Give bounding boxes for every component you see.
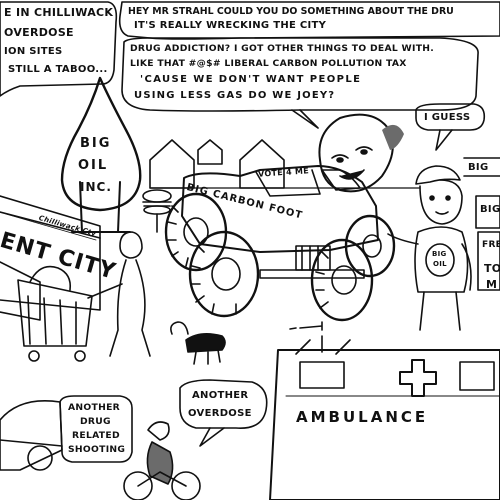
hamburger-icon xyxy=(142,189,172,233)
monster-truck xyxy=(164,165,396,322)
bubble-tail-i-guess xyxy=(435,129,453,151)
shirt-line: BIG xyxy=(432,250,447,258)
bubble-line: DRUG xyxy=(80,416,111,427)
bubble-line: 'CAUSE WE DON'T WANT PEOPLE xyxy=(140,74,362,85)
bubble-line: SHOOTING xyxy=(68,444,126,455)
bubble-i-guess-text: I GUESS xyxy=(424,112,471,123)
right-signs xyxy=(463,157,500,291)
dog xyxy=(170,321,226,365)
sign-line: INC. xyxy=(80,180,112,194)
speech-bubble-i-guess xyxy=(415,103,486,131)
shirt-line: OIL xyxy=(433,260,447,268)
storefront xyxy=(0,195,101,321)
speech-bubble-shooting xyxy=(59,395,133,463)
ambulance-window xyxy=(459,361,495,391)
bubble-line: OVERDOSE xyxy=(188,408,252,419)
oil-drop-icon xyxy=(60,76,142,233)
speech-bubble-middle xyxy=(121,37,479,112)
speech-bubble-top-left xyxy=(0,1,118,97)
cross-icon xyxy=(399,359,437,397)
bubble-line: ANOTHER xyxy=(68,402,121,413)
shopper-with-cart xyxy=(17,231,151,362)
right-sign-line: M xyxy=(486,278,498,291)
bubble-line: IT'S REALLY WRECKING THE CITY xyxy=(134,20,327,31)
ambulance-label: AMBULANCE xyxy=(296,408,429,426)
bubble-tail-overdose xyxy=(199,427,225,447)
bubble-line: E IN CHILLIWACK xyxy=(4,6,114,19)
truck-wheel xyxy=(188,230,260,318)
man-in-cap xyxy=(387,165,472,331)
bubble-line: ION SITES xyxy=(4,46,63,57)
sign-line: BIG xyxy=(80,136,112,151)
right-sign-line: TO xyxy=(484,262,500,275)
syringe-icon xyxy=(289,321,323,331)
background-houses xyxy=(149,139,421,189)
politician-head xyxy=(318,113,404,193)
ambulance-vehicle xyxy=(269,335,500,500)
truck-wheel xyxy=(310,238,374,322)
bubble-line: ANOTHER xyxy=(192,390,249,401)
bubble-line: DRUG ADDICTION? I GOT OTHER THINGS TO DE… xyxy=(130,43,435,54)
bubble-line: STILL A TABOO... xyxy=(8,64,108,75)
speech-bubble-overdose xyxy=(179,379,268,429)
truck-wheel xyxy=(344,214,396,278)
sign-line: OIL xyxy=(78,158,109,173)
right-sign-line: FRE xyxy=(482,240,500,250)
crashed-car xyxy=(0,400,63,471)
right-sign-line: BIG xyxy=(480,204,500,215)
cyclist xyxy=(123,421,201,500)
bubble-line: RELATED xyxy=(72,430,120,441)
bubble-line: LIKE THAT #@$# LIBERAL CARBON POLLUTION … xyxy=(130,58,407,69)
bubble-line: USING LESS GAS DO WE JOEY? xyxy=(134,90,336,101)
right-sign-line: BIG xyxy=(468,162,489,173)
bubble-line: OVERDOSE xyxy=(4,26,74,39)
bubble-tail-middle xyxy=(291,109,319,129)
bubble-line: HEY MR STRAHL COULD YOU DO SOMETHING ABO… xyxy=(128,6,454,17)
